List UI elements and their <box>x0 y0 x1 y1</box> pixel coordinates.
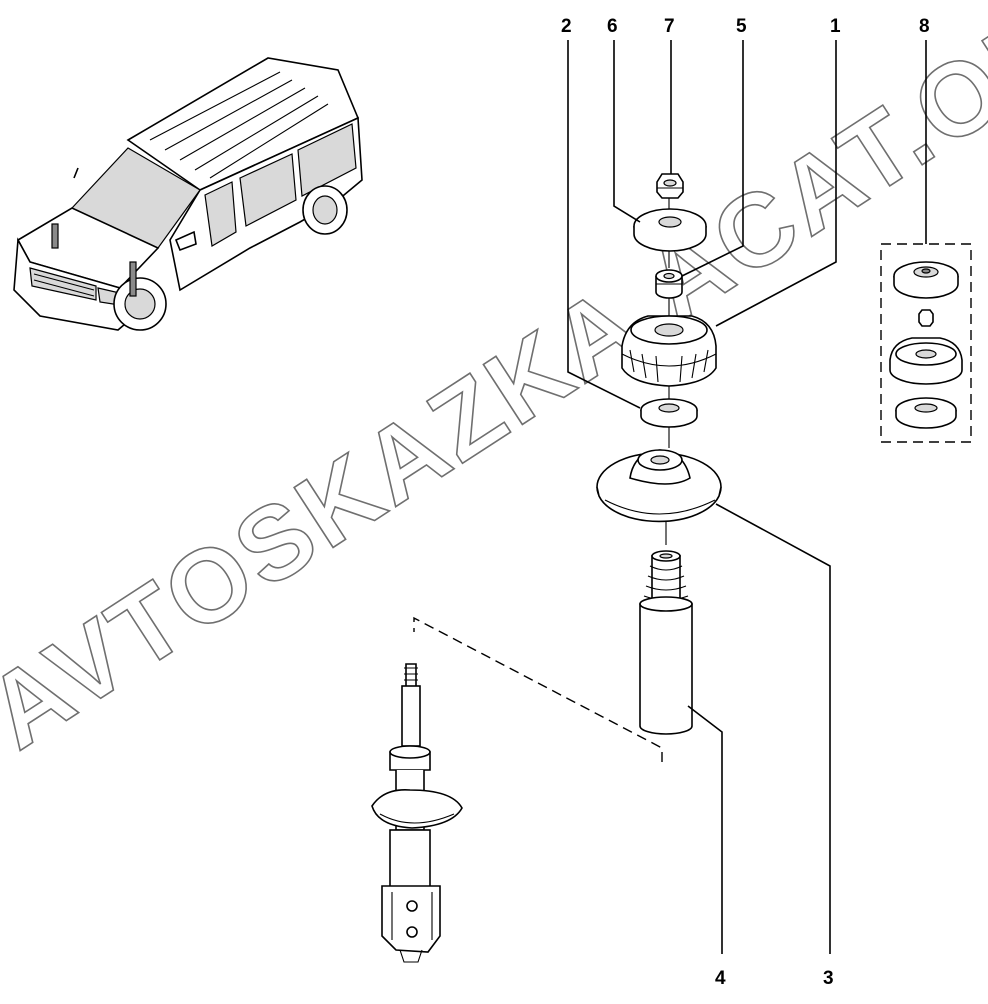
callout-1: 1 <box>830 16 841 37</box>
callout-3: 3 <box>823 968 834 989</box>
vehicle-illustration <box>13 57 363 331</box>
callout-7: 7 <box>664 16 675 37</box>
watermark-text: AVTOSKAZKA.ACAT.ONLINE <box>0 0 988 772</box>
watermark: AVTOSKAZKA.ACAT.ONLINE <box>0 0 988 772</box>
part-3-bearing[interactable] <box>596 449 722 523</box>
part-2-spacer[interactable] <box>640 398 698 428</box>
callout-2: 2 <box>561 16 572 37</box>
callout-5: 5 <box>736 16 747 37</box>
shock-strut[interactable] <box>371 663 463 963</box>
callout-8: 8 <box>919 16 930 37</box>
kit-box-8[interactable] <box>880 243 972 443</box>
part-4-bump-stop[interactable] <box>639 550 693 735</box>
part-5-bushing[interactable] <box>655 269 683 299</box>
callout-6: 6 <box>607 16 618 37</box>
callout-labels: 2 6 7 5 1 8 4 3 <box>561 16 930 989</box>
part-6-washer[interactable] <box>633 208 707 252</box>
strut-connector <box>413 616 663 762</box>
part-1-strut-mount[interactable] <box>621 315 717 387</box>
leader-lines <box>567 40 927 954</box>
part-7-nut[interactable] <box>656 173 684 199</box>
callout-4: 4 <box>715 968 726 989</box>
